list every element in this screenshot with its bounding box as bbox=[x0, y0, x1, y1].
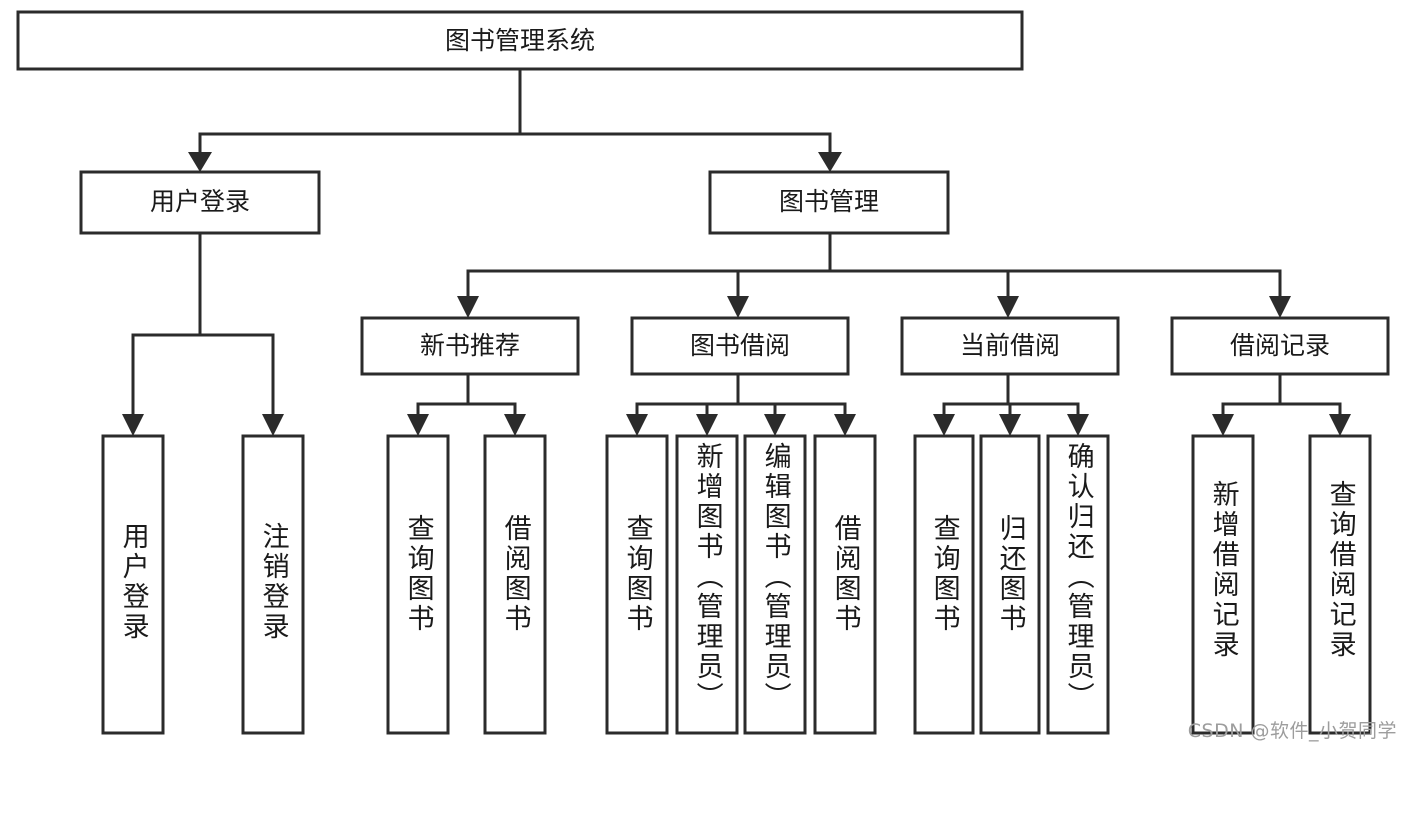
tree-diagram-svg: 图书管理系统 用户登录 图书管理 新书推荐 图书借阅 当前 bbox=[16, 10, 1390, 735]
node-layer: 图书管理系统 用户登录 图书管理 新书推荐 图书借阅 当前 bbox=[16, 10, 1390, 735]
node-leaf-add-book-admin-box[interactable] bbox=[675, 434, 739, 735]
arrowhead-leaf-add-borrow-record bbox=[1212, 414, 1234, 436]
node-leaf-query-borrow-record-box[interactable] bbox=[1308, 434, 1372, 735]
node-new-book-recommend-box[interactable] bbox=[360, 316, 580, 376]
node-user-login-label: 用户登录 bbox=[150, 187, 250, 216]
arrowhead-current-borrow bbox=[997, 296, 1019, 318]
node-user-login-box[interactable] bbox=[79, 170, 321, 235]
node-book-management-label: 图书管理 bbox=[779, 187, 879, 216]
node-leaf-edit-book-admin-box[interactable] bbox=[743, 434, 807, 735]
node-leaf-add-borrow-record-box[interactable] bbox=[1191, 434, 1255, 735]
node-leaf-return-book-box[interactable] bbox=[979, 434, 1041, 735]
arrowhead-leaf-add-book-admin bbox=[696, 414, 718, 436]
node-current-borrow-label: 当前借阅 bbox=[960, 331, 1060, 360]
node-borrow-record[interactable]: 借阅记录 bbox=[1170, 316, 1390, 376]
arrowhead-leaf-query-book-current bbox=[933, 414, 955, 436]
arrowhead-leaf-query-borrow-record bbox=[1329, 414, 1351, 436]
arrowhead-leaf-borrow-book-rec bbox=[504, 414, 526, 436]
node-leaf-user-login-box[interactable] bbox=[101, 434, 165, 735]
node-book-borrow[interactable]: 图书借阅 bbox=[630, 316, 850, 376]
node-book-management[interactable]: 图书管理 bbox=[708, 170, 950, 235]
arrowhead-leaf-edit-book-admin bbox=[764, 414, 786, 436]
arrowhead-borrow-record bbox=[1269, 296, 1291, 318]
node-root[interactable]: 图书管理系统 bbox=[16, 10, 1024, 71]
arrowhead-new-book-recommend bbox=[457, 296, 479, 318]
node-current-borrow-box[interactable] bbox=[900, 316, 1120, 376]
arrowhead-leaf-query-book-rec bbox=[407, 414, 429, 436]
node-borrow-record-box[interactable] bbox=[1170, 316, 1390, 376]
node-leaf-confirm-return-admin-box[interactable] bbox=[1046, 434, 1110, 735]
node-new-book-recommend-label: 新书推荐 bbox=[420, 331, 520, 360]
arrowhead-leaf-borrow-book bbox=[834, 414, 856, 436]
arrowhead-leaf-return-book bbox=[999, 414, 1021, 436]
node-book-borrow-label: 图书借阅 bbox=[690, 331, 790, 360]
arrowhead-leaf-query-book-borrow bbox=[626, 414, 648, 436]
node-leaf-query-book-current-box[interactable] bbox=[913, 434, 975, 735]
node-book-borrow-box[interactable] bbox=[630, 316, 850, 376]
arrowhead-book-borrow bbox=[727, 296, 749, 318]
node-borrow-record-label: 借阅记录 bbox=[1230, 331, 1330, 360]
node-book-management-box[interactable] bbox=[708, 170, 950, 235]
node-leaf-query-book-borrow-box[interactable] bbox=[605, 434, 669, 735]
node-leaf-borrow-book-rec-box[interactable] bbox=[483, 434, 547, 735]
node-current-borrow[interactable]: 当前借阅 bbox=[900, 316, 1120, 376]
diagram-canvas: 图书管理系统 用户登录 图书管理 新书推荐 图书借阅 当前 bbox=[16, 10, 1397, 742]
connector-layer bbox=[122, 67, 1351, 436]
node-root-label: 图书管理系统 bbox=[445, 26, 595, 55]
node-leaf-borrow-book-box[interactable] bbox=[813, 434, 877, 735]
csdn-watermark: CSDN @软件_小贺同学 bbox=[1187, 720, 1397, 742]
node-leaf-logout-login-box[interactable] bbox=[241, 434, 305, 735]
node-leaf-query-book-rec-box[interactable] bbox=[386, 434, 450, 735]
arrowhead-book-management bbox=[818, 152, 842, 172]
arrowhead-leaf-logout-login bbox=[262, 414, 284, 436]
arrowhead-leaf-user-login bbox=[122, 414, 144, 436]
node-root-box[interactable] bbox=[16, 10, 1024, 71]
node-user-login[interactable]: 用户登录 bbox=[79, 170, 321, 235]
node-new-book-recommend[interactable]: 新书推荐 bbox=[360, 316, 580, 376]
arrowhead-leaf-confirm-return-admin bbox=[1067, 414, 1089, 436]
arrowhead-user-login bbox=[188, 152, 212, 172]
